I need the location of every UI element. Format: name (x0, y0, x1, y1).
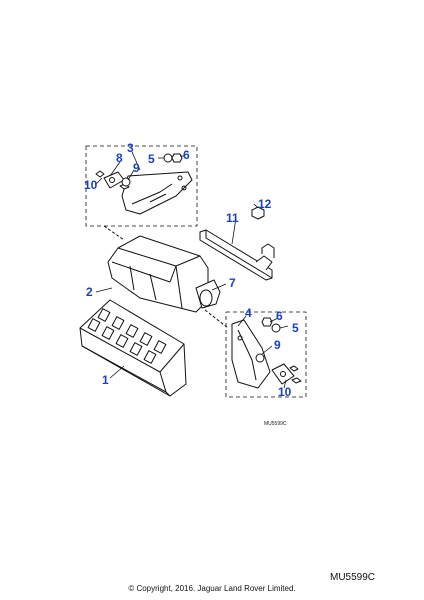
callout-7: 7 (229, 276, 236, 290)
nut-12 (251, 206, 265, 220)
callout-9-lower: 9 (274, 338, 281, 352)
drawing-code: MU5599C (330, 572, 376, 583)
hanger-bar-11 (199, 229, 275, 281)
nut-9-upper (121, 177, 131, 187)
bracket-4 (231, 319, 271, 389)
bolt-6-upper (171, 153, 183, 163)
callout-4: 4 (245, 306, 252, 320)
callout-10-lower: 10 (278, 385, 292, 399)
bracket-10-lower (271, 363, 302, 385)
washer-5-upper (163, 153, 173, 163)
callout-3: 3 (127, 141, 134, 155)
bolt-6-lower (261, 317, 273, 327)
silencer-2 (107, 235, 209, 313)
callout-2: 2 (86, 285, 93, 299)
nut-9-lower (255, 353, 265, 363)
callout-8: 8 (116, 151, 123, 165)
callout-11: 11 (226, 211, 239, 225)
callout-12: 12 (258, 197, 272, 211)
callout-5-upper: 5 (148, 152, 155, 166)
callout-5-lower: 5 (292, 321, 299, 335)
copyright-notice: © Copyright, 2016. Jaguar Land Rover Lim… (128, 584, 296, 593)
washer-5-lower (271, 323, 281, 333)
heat-shield-1 (79, 299, 187, 397)
group-box-rear-mounting (225, 311, 307, 398)
bracket-3 (121, 171, 193, 215)
group-box-front-mounting (85, 145, 198, 227)
outlet-7 (195, 279, 221, 309)
callout-10-upper: 10 (84, 178, 98, 192)
callout-1: 1 (102, 373, 109, 387)
callout-6-upper: 6 (183, 148, 190, 162)
callout-9-upper: 9 (133, 161, 140, 175)
drawing-code-small: MU5599C (264, 421, 287, 427)
callout-6-lower: 6 (276, 309, 283, 323)
